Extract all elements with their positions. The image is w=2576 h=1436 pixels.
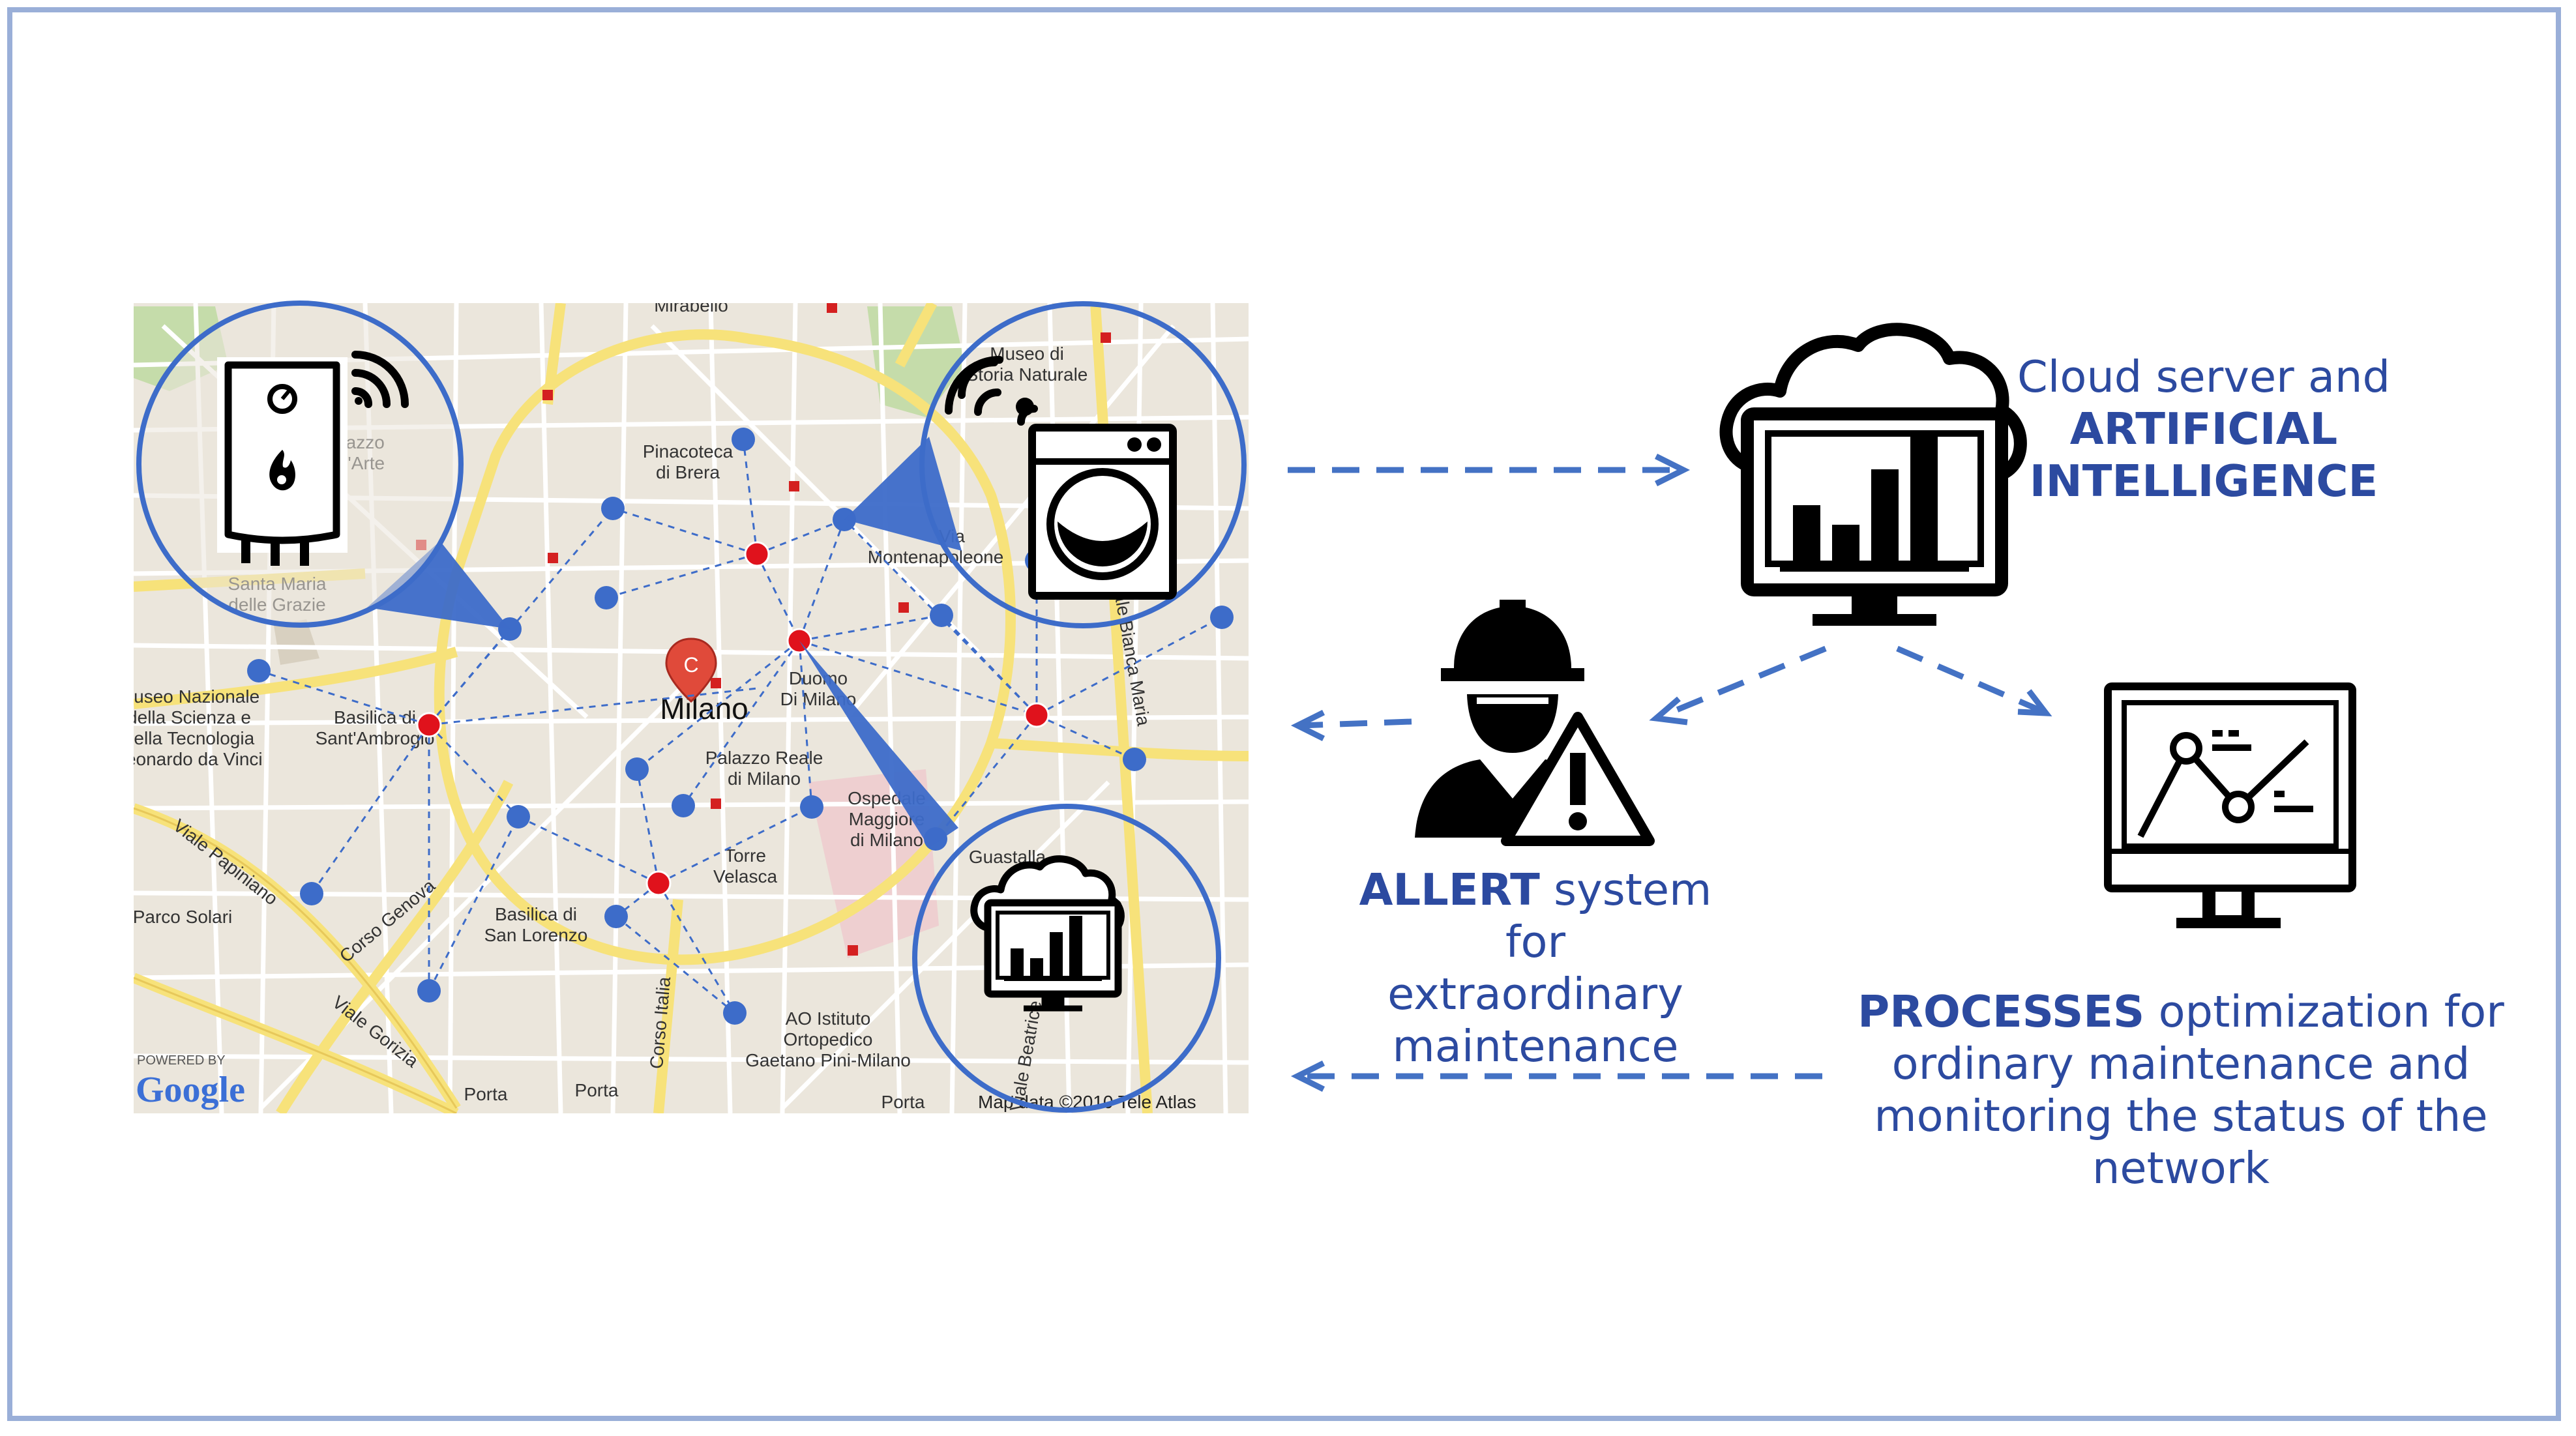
alert-label-line2: extraordinary — [1387, 969, 1683, 1019]
callout-washing-machine — [844, 301, 1247, 628]
cloud-server-label: Cloud server and ARTIFICIAL INTELLIGENCE — [1969, 351, 2438, 507]
cloud-label-bold1: ARTIFICIAL — [2069, 403, 2338, 454]
svg-text:di Milano: di Milano — [728, 769, 801, 789]
cloud-label-bold2: INTELLIGENCE — [2029, 456, 2378, 506]
alert-label-rest: system for — [1505, 864, 1712, 967]
outer-frame — [7, 7, 2561, 1421]
wifi-icon — [351, 351, 409, 408]
processes-label-line2: ordinary maintenance and — [1891, 1038, 2470, 1089]
svg-text:C: C — [683, 653, 698, 677]
svg-text:Storia Naturale: Storia Naturale — [966, 364, 1088, 385]
map-pin-icon: C — [665, 637, 717, 703]
svg-text:di Milano: di Milano — [850, 830, 923, 850]
processes-label-rest: optimization for — [2144, 986, 2504, 1037]
svg-text:di Brera: di Brera — [656, 462, 720, 482]
svg-text:Torre: Torre — [724, 845, 766, 866]
processes-label-line3: monitoring the status of the — [1874, 1091, 2488, 1141]
processes-label-bold: PROCESSES — [1858, 986, 2145, 1037]
alert-label-line3: maintenance — [1392, 1021, 1679, 1072]
svg-text:Ortopedico: Ortopedico — [784, 1029, 873, 1049]
processes-label-line4: network — [2092, 1143, 2270, 1194]
cloud-server-icon — [1719, 323, 2027, 626]
cloud-label-line1: Cloud server and — [2017, 351, 2391, 402]
svg-text:Basilica di: Basilica di — [495, 904, 577, 924]
svg-text:Palazzo Reale: Palazzo Reale — [705, 748, 823, 768]
google-logo: POWERED BY Google — [136, 1053, 245, 1110]
svg-text:POWERED BY: POWERED BY — [137, 1053, 226, 1068]
water-heater-icon — [217, 357, 348, 566]
svg-text:Sant'Ambrogio: Sant'Ambrogio — [316, 728, 435, 748]
svg-text:Gaetano Pini-Milano: Gaetano Pini-Milano — [745, 1050, 911, 1070]
svg-text:Montenapoleone: Montenapoleone — [868, 547, 1004, 567]
callout-cloud-monitor — [799, 641, 1221, 1113]
arrow-cloud-to-processes — [1896, 645, 2052, 716]
arrow-map-to-cloud — [1288, 453, 1691, 487]
svg-text:della Tecnologia: della Tecnologia — [124, 728, 255, 748]
svg-text:Duomo: Duomo — [789, 668, 848, 688]
map-city-label: Milano — [660, 692, 748, 725]
alert-label: ALLERT system for extraordinary maintena… — [1324, 864, 1747, 1072]
svg-text:Porta: Porta — [881, 1092, 925, 1112]
cloud-chart-monitor-icon — [970, 855, 1125, 1012]
svg-text:Porta: Porta — [575, 1080, 619, 1100]
svg-text:San Lorenzo: San Lorenzo — [484, 925, 588, 945]
wifi-icon — [945, 356, 1038, 426]
hub-nodes — [416, 541, 1050, 896]
line-chart-monitor-icon — [2104, 682, 2356, 928]
svg-text:Porta: Porta — [464, 1084, 508, 1104]
svg-text:AO Istituto: AO Istituto — [786, 1008, 871, 1029]
svg-text:Parco Solari: Parco Solari — [133, 907, 233, 927]
svg-text:della Scienza e: della Scienza e — [127, 707, 251, 727]
svg-text:Google: Google — [136, 1070, 245, 1110]
svg-text:Leonardo da Vinci: Leonardo da Vinci — [115, 749, 262, 769]
svg-text:Pinacoteca: Pinacoteca — [643, 441, 733, 462]
arrow-processes-to-map — [1290, 1060, 1822, 1092]
svg-text:Velasca: Velasca — [713, 866, 777, 887]
arrow-alert-to-map — [1290, 709, 1412, 742]
arrow-cloud-to-alert — [1649, 645, 1827, 725]
warning-icon — [1501, 712, 1655, 846]
alert-label-bold: ALLERT — [1359, 864, 1540, 915]
svg-text:Mirabello: Mirabello — [654, 295, 728, 315]
washing-machine-icon — [1028, 424, 1177, 600]
callout-water-heater — [136, 300, 510, 629]
svg-text:Museo Nazionale: Museo Nazionale — [119, 686, 259, 707]
processes-label: PROCESSES optimization for ordinary main… — [1845, 986, 2517, 1194]
